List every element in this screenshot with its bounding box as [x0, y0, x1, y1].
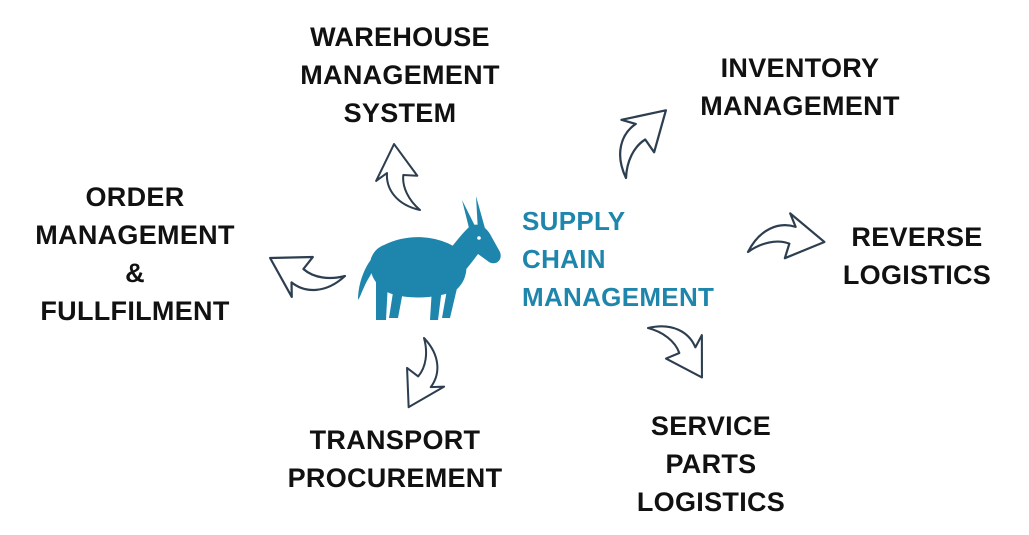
node-inventory-management: INVENTORY MANAGEMENT — [690, 49, 910, 125]
node-line: MANAGEMENT — [700, 91, 900, 121]
donkey-icon — [358, 196, 501, 320]
center-line-1: SUPPLY — [522, 206, 626, 236]
arrow-to-inventory-icon — [595, 91, 678, 185]
node-order-management: ORDER MANAGEMENT & FULLFILMENT — [20, 178, 250, 330]
node-reverse-logistics: REVERSE LOGISTICS — [832, 218, 1002, 294]
node-line: INVENTORY — [720, 53, 880, 83]
node-line: TRANSPORT — [309, 425, 481, 455]
node-line: LOGISTICS — [636, 487, 786, 517]
arrow-to-transport-icon — [396, 334, 456, 416]
center-line-3: MANAGEMENT — [522, 282, 715, 312]
node-transport-procurement: TRANSPORT PROCUREMENT — [280, 421, 510, 497]
node-line: WAREHOUSE — [310, 22, 490, 52]
center-label: SUPPLY CHAIN MANAGEMENT — [522, 202, 762, 316]
node-line: REVERSE — [851, 222, 983, 252]
arrow-to-wms-icon — [365, 139, 430, 222]
node-line: LOGISTICS — [842, 260, 992, 290]
arrow-to-service-icon — [640, 303, 725, 387]
node-line: FULLFILMENT — [40, 296, 230, 326]
node-line: MANAGEMENT — [300, 60, 500, 90]
node-line: SERVICE — [650, 411, 772, 441]
node-line: & — [125, 258, 145, 288]
arrow-to-order-icon — [260, 245, 349, 310]
node-warehouse-management-system: WAREHOUSE MANAGEMENT SYSTEM — [290, 18, 510, 132]
node-line: PARTS — [665, 449, 757, 479]
node-line: ORDER — [85, 182, 185, 212]
node-line: PROCUREMENT — [287, 463, 503, 493]
node-service-parts-logistics: SERVICE PARTS LOGISTICS — [626, 407, 796, 521]
node-line: SYSTEM — [343, 98, 457, 128]
node-line: MANAGEMENT — [35, 220, 235, 250]
center-line-2: CHAIN — [522, 244, 606, 274]
